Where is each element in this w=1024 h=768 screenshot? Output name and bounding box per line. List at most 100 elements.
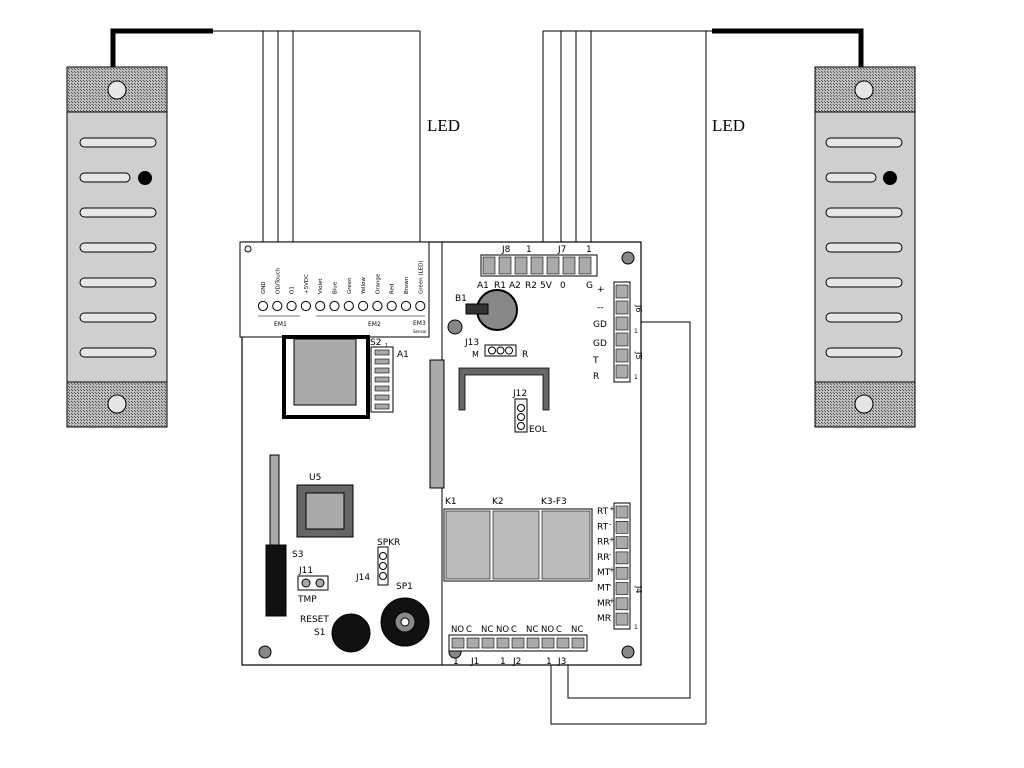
terminal-group-em2: EM2 <box>368 321 381 328</box>
s3-label: S3 <box>292 550 303 560</box>
header-pin <box>615 612 629 626</box>
u5-label: U5 <box>309 473 321 483</box>
terminal-screw <box>343 300 354 312</box>
spkr-label: SPKR <box>377 538 400 548</box>
header-pin <box>615 597 629 611</box>
header-pin <box>615 566 629 580</box>
terminal-label: Green <box>347 277 353 294</box>
header-pin <box>496 637 510 649</box>
terminal-label: NC <box>526 625 538 635</box>
j11-label: J11 <box>298 566 313 576</box>
terminal-screw <box>286 300 297 312</box>
terminal-screw <box>315 300 326 312</box>
terminal-label: Brown <box>404 276 410 294</box>
polarity-sign: - <box>609 582 612 590</box>
terminal-label: OD/Touch <box>275 267 281 294</box>
terminal-group-em1: EM1 <box>274 321 287 328</box>
header-pin <box>571 637 585 649</box>
j4-pin-label: 1 <box>634 624 638 631</box>
header-pin <box>615 551 629 565</box>
relay-bracket <box>458 367 550 411</box>
terminal-label: RR <box>597 538 610 548</box>
terminal-label: GD <box>593 320 607 330</box>
header-pin <box>615 364 629 379</box>
terminal-note: Sensor <box>413 329 427 334</box>
left-sensor <box>66 66 168 428</box>
terminal-label: Yellow <box>361 277 367 295</box>
terminal-screw <box>300 300 311 312</box>
terminal-label: RT <box>597 507 609 517</box>
led-label-right: LED <box>712 116 745 135</box>
header-pin <box>481 637 495 649</box>
header-pin <box>511 637 525 649</box>
eol-label: EOL <box>529 425 547 435</box>
terminal-screw <box>358 300 369 312</box>
terminal-screw <box>415 300 426 312</box>
j4-label: J4 <box>634 585 643 593</box>
terminal-label: T <box>592 356 599 366</box>
a1-label: A1 <box>397 350 409 360</box>
b1-label: B1 <box>455 294 467 304</box>
terminal-screw <box>372 300 383 312</box>
s1-reset-button: RESET S1 <box>300 613 371 653</box>
j3-pin-label: 1 <box>546 657 552 667</box>
header-pin-label: R1 <box>494 281 506 291</box>
k3-label: K3-F3 <box>541 497 567 507</box>
terminal-label: GD <box>593 339 607 349</box>
terminal-label: MT <box>597 584 611 594</box>
terminal-label: Red <box>390 284 396 294</box>
terminal-screw <box>257 300 269 312</box>
right-sensor <box>814 66 916 428</box>
terminal-label: MR <box>597 614 611 624</box>
terminal-label: RR <box>597 553 610 563</box>
terminal-label: +5VDC <box>304 274 310 294</box>
j13-m-label: M <box>472 350 479 359</box>
ribbon-connector <box>429 359 445 489</box>
header-pin <box>615 520 629 534</box>
polarity-sign: - <box>609 551 612 559</box>
header-pin-label: 0 <box>560 281 566 291</box>
header-pin-label: G <box>586 281 593 291</box>
j5-pin-label: 1 <box>634 374 638 381</box>
b1-potentiometer: B1 <box>447 289 518 335</box>
u5-chip: U5 <box>296 473 354 538</box>
header-pin <box>615 300 629 315</box>
polarity-sign: + <box>609 566 615 574</box>
j1-pin-label: 1 <box>453 657 459 667</box>
led-label-left: LED <box>427 116 460 135</box>
polarity-sign: - <box>609 612 612 620</box>
j13-label: J13 <box>464 338 479 348</box>
terminal-label: Violet <box>318 278 324 294</box>
terminal-label: NO <box>451 625 464 635</box>
j14-jumper: SPKR J14 <box>355 538 400 586</box>
polarity-sign: + <box>609 536 615 544</box>
j12-label: J12 <box>512 389 527 399</box>
terminal-label: NO <box>496 625 509 635</box>
terminal-label: O1 <box>290 286 296 294</box>
j7-pin-label: 1 <box>586 245 592 255</box>
terminal-label: R <box>593 372 599 382</box>
s2-dip-switch: S2 1 A1 <box>370 338 409 413</box>
j3-label: J3 <box>557 657 566 667</box>
sp1-label: SP1 <box>396 582 413 592</box>
header-pin-label: 5V <box>540 281 553 291</box>
terminal-label: Orange <box>375 273 381 294</box>
reset-label: RESET <box>300 615 329 625</box>
terminal-label: NC <box>571 625 583 635</box>
polarity-sign: + <box>609 597 615 605</box>
terminal-label: C <box>556 625 562 635</box>
j6-label: J6 <box>634 304 643 312</box>
header-pin <box>615 348 629 363</box>
j2-pin-label: 1 <box>500 657 506 667</box>
j8-pin-label: 1 <box>526 245 532 255</box>
terminal-label: NO <box>541 625 554 635</box>
s2-pin-label: 1 <box>385 343 388 349</box>
tmp-label: TMP <box>297 595 317 605</box>
terminal-label: Green (LED) <box>418 261 424 294</box>
j8-label: J8 <box>501 245 511 255</box>
